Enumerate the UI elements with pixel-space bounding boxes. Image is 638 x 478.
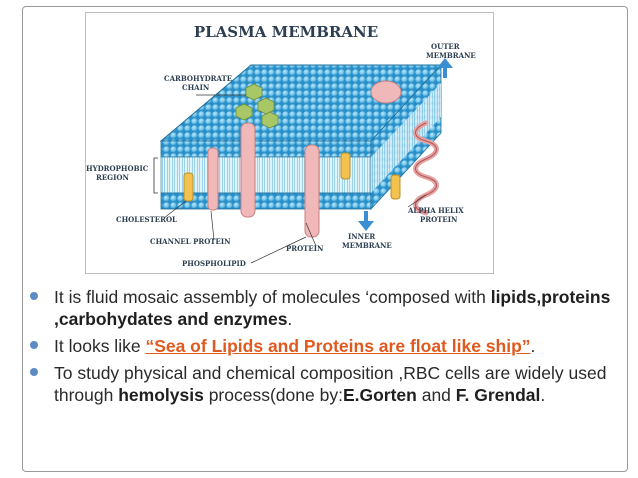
label-outer-membrane-1: OUTER [431,42,460,51]
bullet-bold-text: F. Grendal [455,385,541,405]
label-protein: PROTEIN [286,244,324,253]
membrane-outer-head-layer [160,140,372,158]
cholesterol-shape [183,172,194,202]
bullet-bold-text: E.Gorten [342,385,417,405]
bullet-dot [30,368,38,376]
bullet-text: . [530,336,536,356]
bullet-text: and [416,385,456,405]
bullet-bold-text: lipids,proteins ,carbohydates and enzyme… [54,287,611,329]
bullet-item: To study physical and chemical compositi… [30,362,620,406]
highlighted-quote: “Sea of Lipids and Proteins are float li… [145,336,531,356]
bullet-text: . [287,309,293,329]
membrane-hydrophobic-layer [160,156,372,194]
label-alpha-helix-protein-1: ALPHA HELIX [407,206,464,215]
label-inner-membrane-1: INNER [348,232,375,241]
cholesterol-shape [390,174,401,200]
bullet-bold-text: hemolysis [118,385,204,405]
channel-protein-shape [207,147,219,211]
bullet-item: It is fluid mosaic assembly of molecules… [30,286,620,330]
label-alpha-helix-protein-2: PROTEIN [420,215,458,224]
figure-title: PLASMA MEMBRANE [194,23,378,41]
label-hydrophobic-region-1: HYDROPHOBIC [86,164,149,173]
bullet-dot [30,292,38,300]
bullet-text: It is fluid mosaic assembly of molecules… [54,287,491,307]
label-cholesterol: CHOLESTEROL [116,215,177,224]
protein-shape [240,122,256,218]
bullet-text: To study physical and chemical compositi… [54,363,607,405]
protein-shape [304,144,320,238]
plasma-membrane-figure: PLASMA MEMBRANE [85,12,494,274]
slide-border [22,6,628,472]
label-phospholipid: PHOSPHOLIPID [182,259,246,268]
outer-membrane-arrow [437,58,453,78]
label-channel-protein: CHANNEL PROTEIN [150,237,231,246]
bullet-text: It looks like [54,336,146,356]
label-outer-membrane-2: MEMBRANE [426,51,476,60]
peripheral-protein [370,80,402,104]
membrane-illustration: PLASMA MEMBRANE [86,23,476,268]
bullet-dot [30,341,38,349]
cholesterol-shape [340,152,351,180]
label-inner-membrane-2: MEMBRANE [342,241,392,250]
bullet-text: process(done by: [203,385,343,405]
alpha-helix-outline [415,122,437,214]
membrane-side-tails [371,83,441,193]
hydrophobic-bracket [153,157,158,194]
bullet-item: It looks like “Sea of Lipids and Protein… [30,335,620,357]
label-hydrophobic-region-2: REGION [96,173,130,182]
bullet-list: It is fluid mosaic assembly of molecules… [30,286,620,411]
bullet-text: . [540,385,546,405]
inner-membrane-arrow [358,211,374,231]
leader-lines [163,94,427,264]
label-carbohydrate-chain-2: CHAIN [182,83,210,92]
label-carbohydrate-chain-1: CARBOHYDRATE [164,74,232,83]
label-group: OUTER MEMBRANE CARBOHYDRATE CHAIN HYDROP… [86,42,476,268]
carbohydrate-chain-shape [235,83,279,129]
